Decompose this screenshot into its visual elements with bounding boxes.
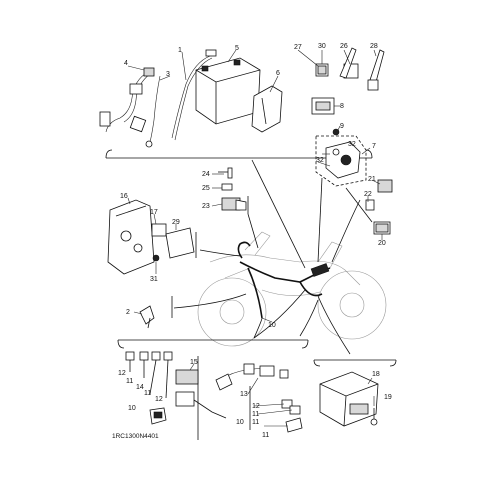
callout-21: 21 xyxy=(368,176,376,183)
sensor-group xyxy=(139,305,155,329)
motorcycle-outline xyxy=(197,231,387,347)
ground-bolt-group xyxy=(218,167,247,211)
callout-32a: 32 xyxy=(348,141,356,148)
battery-group xyxy=(99,49,283,148)
callout-11a: 11 xyxy=(126,378,133,385)
callout-5: 5 xyxy=(235,45,239,52)
callout-31: 31 xyxy=(150,276,158,283)
callout-11e: 11 xyxy=(262,432,269,439)
callout-32b: 32 xyxy=(316,157,324,164)
callout-10a: 10 xyxy=(268,322,276,329)
callout-13: 13 xyxy=(240,391,248,398)
callout-1: 1 xyxy=(178,47,182,54)
callout-9: 9 xyxy=(340,123,344,130)
callout-27: 27 xyxy=(294,44,302,51)
callout-11c: 11 xyxy=(252,411,259,418)
part-code: 1RC1300N4401 xyxy=(112,433,159,440)
callout-11d: 11 xyxy=(252,419,259,426)
callout-10b: 10 xyxy=(128,405,136,412)
callout-labels: 1 5 3 4 6 27 30 26 28 8 9 7 32 32 21 22 … xyxy=(118,43,392,439)
leader-lines xyxy=(173,159,361,355)
callout-12b: 12 xyxy=(155,396,163,403)
callout-20: 20 xyxy=(378,240,386,247)
callout-28: 28 xyxy=(370,43,378,50)
fuse-relay-group xyxy=(311,47,393,235)
callout-18: 18 xyxy=(372,371,380,378)
ecu-group xyxy=(107,199,195,275)
control-unit-group xyxy=(319,371,379,427)
callout-11b: 11 xyxy=(144,390,151,397)
callout-15: 15 xyxy=(190,359,198,366)
callout-2: 2 xyxy=(126,309,130,316)
callout-19: 19 xyxy=(384,394,392,401)
callout-leaders xyxy=(127,49,383,427)
callout-25: 25 xyxy=(202,185,210,192)
callout-14: 14 xyxy=(136,384,144,391)
callout-8: 8 xyxy=(340,103,344,110)
callout-24: 24 xyxy=(202,171,210,178)
wire-harness xyxy=(237,241,331,319)
branch-connector-group xyxy=(215,363,303,433)
callout-22: 22 xyxy=(364,191,372,198)
callout-4: 4 xyxy=(124,60,128,67)
callout-6: 6 xyxy=(276,70,280,77)
callout-30: 30 xyxy=(318,43,326,50)
callout-12c: 12 xyxy=(252,403,260,410)
callout-29: 29 xyxy=(172,219,180,226)
callout-10c: 10 xyxy=(236,419,244,426)
callout-26: 26 xyxy=(340,43,348,50)
callout-23: 23 xyxy=(202,203,210,210)
callout-17: 17 xyxy=(150,209,158,216)
connector-group xyxy=(125,351,227,425)
callout-16: 16 xyxy=(120,193,128,200)
callout-3: 3 xyxy=(166,71,170,78)
callout-7: 7 xyxy=(372,143,376,150)
callout-12a: 12 xyxy=(118,370,126,377)
